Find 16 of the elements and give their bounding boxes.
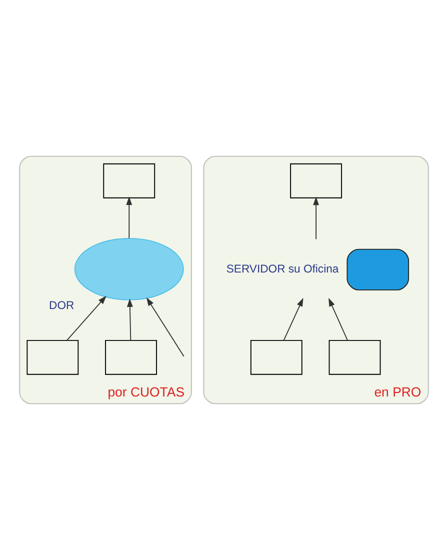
arrow [126, 298, 133, 341]
arrow [66, 296, 106, 341]
node-box [250, 340, 302, 375]
arrow [283, 298, 304, 341]
node-box [26, 340, 79, 375]
arrow [126, 196, 132, 239]
arrow [146, 297, 184, 357]
node-label: DOR [49, 300, 74, 312]
node-box [290, 163, 342, 198]
node-label: SERVIDOR su Oficina [226, 264, 339, 276]
node-box [328, 340, 381, 375]
arrow [313, 196, 320, 240]
node-cloud [74, 238, 184, 300]
node-box [103, 163, 156, 198]
arrow [328, 298, 348, 341]
node-box [105, 340, 157, 375]
